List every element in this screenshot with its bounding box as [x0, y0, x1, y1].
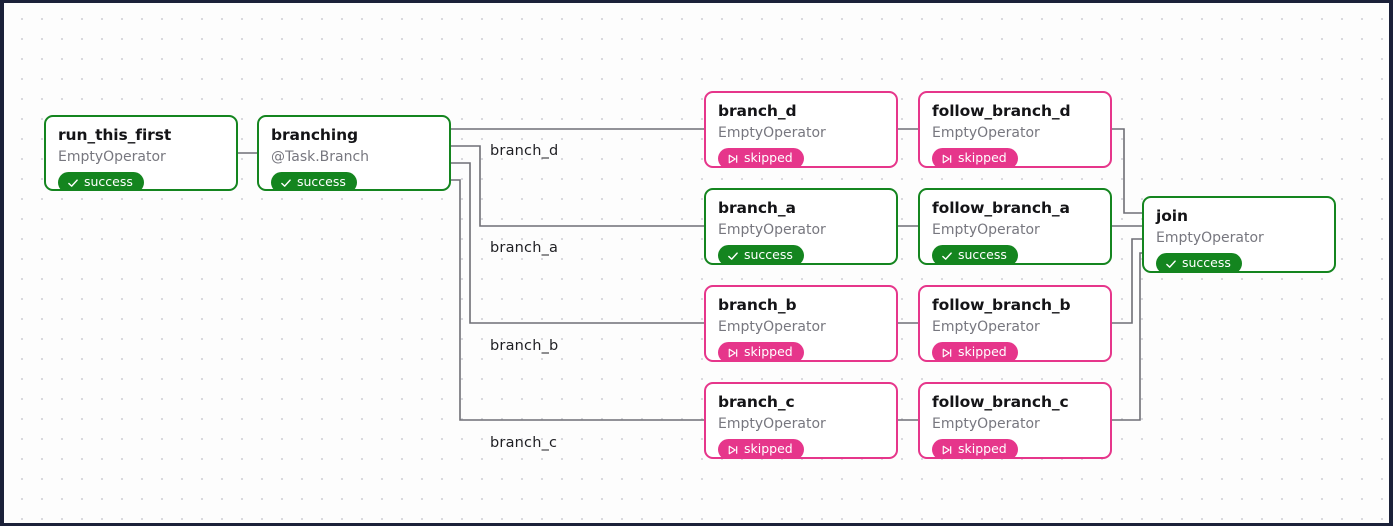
task-node-title: branch_b [718, 296, 797, 314]
task-node-operator-type: EmptyOperator [932, 222, 1040, 239]
status-badge-label: skipped [958, 344, 1007, 360]
status-badge-label: skipped [744, 344, 793, 360]
edge-branching-branch_a [451, 145, 704, 227]
task-node-operator-type: EmptyOperator [718, 125, 826, 142]
status-badge[interactable]: skipped [718, 342, 804, 360]
skip-forward-icon [727, 153, 739, 165]
status-badge-label: skipped [744, 441, 793, 457]
status-badge[interactable]: skipped [718, 148, 804, 166]
status-badge-label: success [744, 247, 793, 263]
skip-forward-icon [727, 444, 739, 456]
check-icon [727, 250, 739, 262]
status-badge[interactable]: success [718, 245, 804, 263]
task-node-title: branch_a [718, 199, 796, 217]
task-node-title: follow_branch_d [932, 102, 1071, 120]
skip-forward-icon [941, 444, 953, 456]
task-node-operator-type: @Task.Branch [271, 149, 370, 166]
status-badge-label: success [297, 174, 346, 190]
status-badge-label: skipped [958, 150, 1007, 166]
task-node-title: follow_branch_a [932, 199, 1070, 217]
status-badge[interactable]: skipped [932, 439, 1018, 457]
edge-branching-branch_c [451, 179, 704, 421]
edge-branching-branch_b [451, 162, 704, 324]
status-badge[interactable]: success [932, 245, 1018, 263]
status-badge-label: success [958, 247, 1007, 263]
task-node-title: run_this_first [58, 126, 172, 144]
task-node-operator-type: EmptyOperator [1156, 230, 1264, 247]
task-node-operator-type: EmptyOperator [932, 319, 1040, 336]
edge-follow_branch_b-join [1112, 238, 1142, 324]
check-icon [67, 177, 79, 189]
task-node-operator-type: EmptyOperator [718, 319, 826, 336]
skip-forward-icon [941, 153, 953, 165]
status-badge-label: skipped [958, 441, 1007, 457]
task-node-title: join [1156, 207, 1188, 225]
task-node-operator-type: EmptyOperator [718, 222, 826, 239]
status-badge[interactable]: success [58, 172, 144, 190]
status-badge-label: skipped [744, 150, 793, 166]
check-icon [941, 250, 953, 262]
task-node-branching[interactable]: branching @Task.Branch success [257, 115, 451, 191]
edge-follow_branch_d-join [1112, 128, 1142, 214]
task-node-operator-type: EmptyOperator [718, 416, 826, 433]
task-node-title: branch_c [718, 393, 795, 411]
label-branch_b: branch_b [490, 338, 559, 354]
task-node-title: branch_d [718, 102, 797, 120]
label-branch_a: branch_a [490, 240, 559, 256]
label-branch_d: branch_d [490, 143, 559, 159]
status-badge-label: success [84, 174, 133, 190]
task-node-operator-type: EmptyOperator [58, 149, 166, 166]
task-node-operator-type: EmptyOperator [932, 125, 1040, 142]
status-badge-label: success [1182, 255, 1231, 271]
edge-follow_branch_c-join [1112, 252, 1142, 421]
status-badge[interactable]: skipped [718, 439, 804, 457]
status-badge[interactable]: skipped [932, 342, 1018, 360]
task-node-title: follow_branch_c [932, 393, 1069, 411]
task-node-title: branching [271, 126, 358, 144]
skip-forward-icon [727, 347, 739, 359]
status-badge[interactable]: success [271, 172, 357, 190]
status-badge[interactable]: success [1156, 253, 1242, 271]
skip-forward-icon [941, 347, 953, 359]
task-node-title: follow_branch_b [932, 296, 1071, 314]
status-badge[interactable]: skipped [932, 148, 1018, 166]
check-icon [280, 177, 292, 189]
task-node-operator-type: EmptyOperator [932, 416, 1040, 433]
check-icon [1165, 258, 1177, 270]
label-branch_c: branch_c [490, 435, 558, 451]
